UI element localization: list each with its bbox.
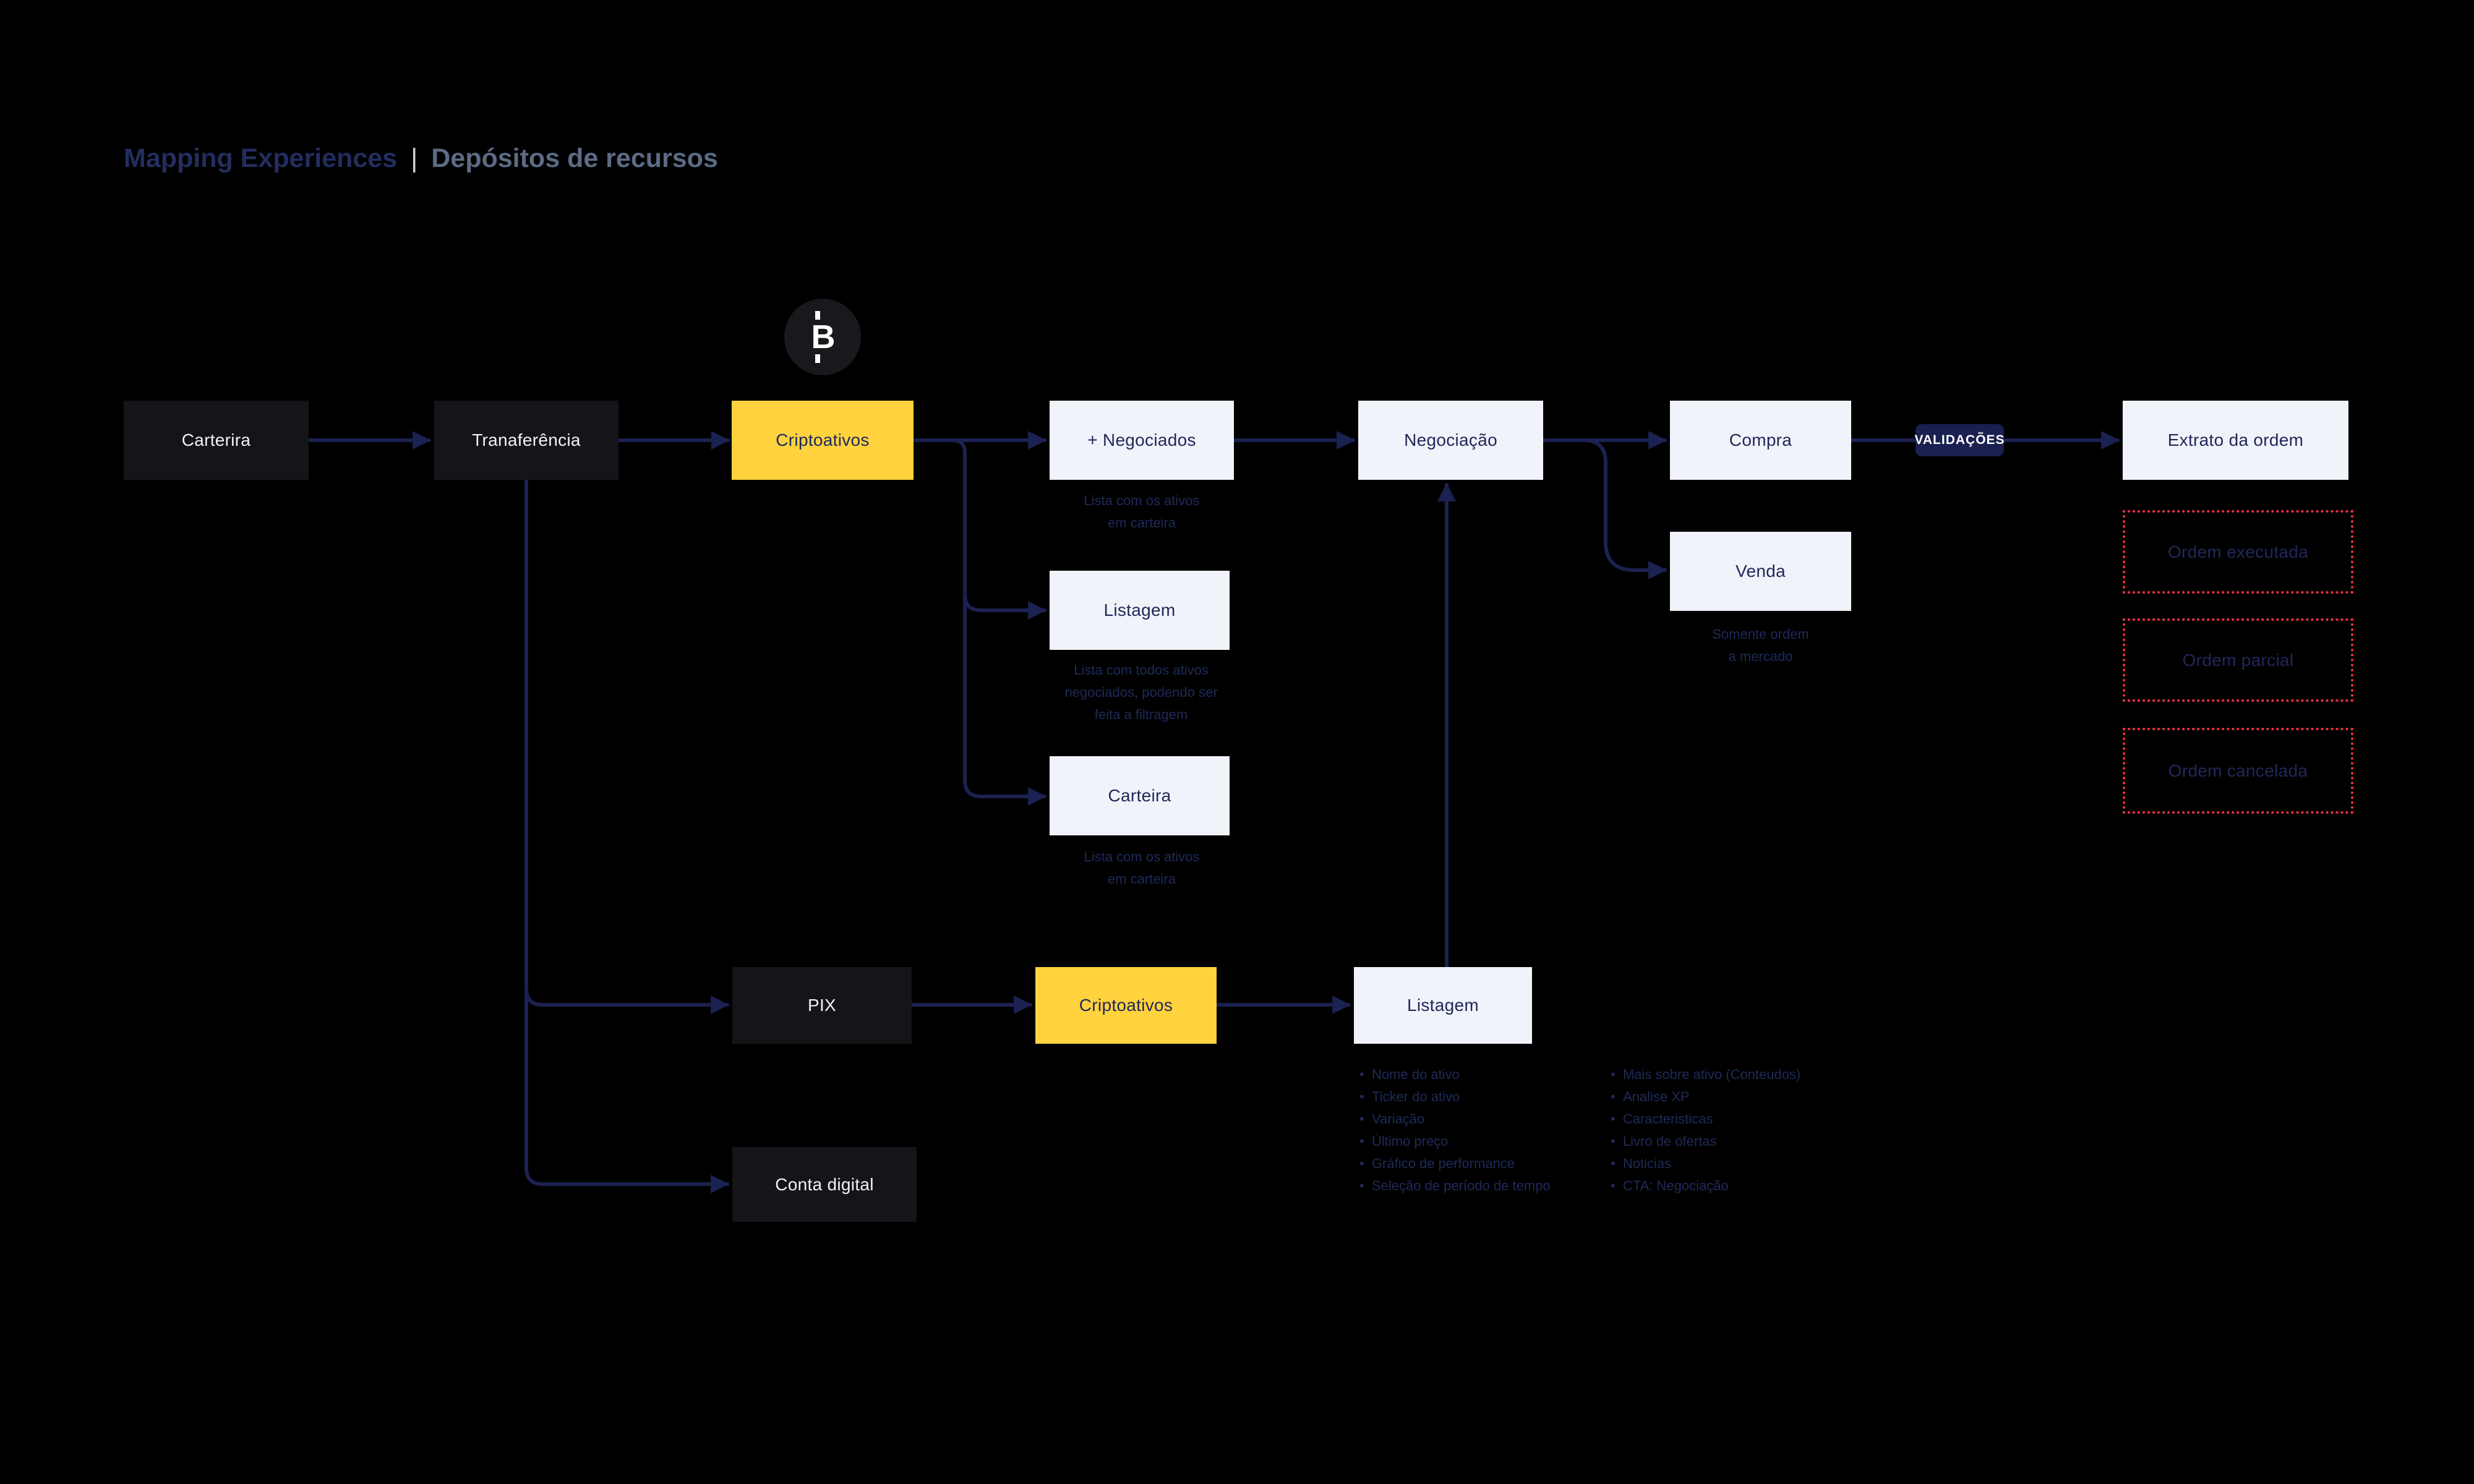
caption-line: negociados, podendo ser xyxy=(1064,684,1218,700)
feature-list-right: Mais sobre ativo (Conteudos) Analise XP … xyxy=(1611,1064,1800,1197)
node-carteira: Carteira xyxy=(1050,756,1230,835)
title-separator: | xyxy=(411,143,418,173)
node-label: Listagem xyxy=(1103,600,1176,620)
node-label: Criptoativos xyxy=(1079,996,1173,1015)
node-ordem-executada: Ordem executada xyxy=(2123,510,2353,594)
caption-listagem-1: Lista com todos ativos negociados, poden… xyxy=(1024,659,1259,726)
title-primary: Mapping Experiences xyxy=(124,143,398,173)
node-label: Carterira xyxy=(181,430,251,450)
node-ordem-parcial: Ordem parcial xyxy=(2123,618,2353,702)
list-item: Livro de ofertas xyxy=(1611,1130,1800,1153)
caption-line: feita a filtragem xyxy=(1094,707,1188,722)
caption-negociados: Lista com os ativos em carteira xyxy=(1050,490,1234,534)
caption-line: em carteira xyxy=(1107,515,1176,531)
caption-line: em carteira xyxy=(1107,871,1176,887)
node-label: Negociação xyxy=(1404,430,1497,450)
list-item: Variação xyxy=(1359,1108,1551,1130)
node-venda: Venda xyxy=(1670,532,1851,611)
caption-line: a mercado xyxy=(1728,649,1793,664)
caption-line: Lista com todos ativos xyxy=(1074,662,1209,678)
edge-criptoativos-listagem xyxy=(963,592,1047,620)
node-label: Listagem xyxy=(1406,996,1479,1015)
caption-line: Lista com os ativos xyxy=(1084,493,1200,508)
node-compra: Compra xyxy=(1670,401,1851,480)
node-label: Criptoativos xyxy=(776,430,870,450)
validations-badge: VALIDAÇÕES xyxy=(1914,424,2005,456)
list-item: Último preço xyxy=(1359,1130,1551,1153)
feature-list-left: Nome do ativo Ticker do ativo Variação Ú… xyxy=(1359,1064,1551,1197)
node-label: Ordem executada xyxy=(2167,542,2309,561)
list-item: CTA: Negociação xyxy=(1611,1175,1800,1197)
caption-carteira: Lista com os ativos em carteira xyxy=(1050,846,1234,890)
page-title: Mapping Experiences | Depósitos de recurso… xyxy=(124,143,718,174)
edge-criptoativos-carteira xyxy=(951,438,1047,806)
node-label: Compra xyxy=(1729,430,1792,450)
title-secondary: Depósitos de recursos xyxy=(431,143,718,173)
list-item: Seleção de período de tempo xyxy=(1359,1175,1551,1197)
node-label: PIX xyxy=(807,996,837,1015)
node-label: Carteira xyxy=(1108,786,1171,805)
node-label: Conta digital xyxy=(775,1174,874,1194)
node-label: Extrato da ordem xyxy=(2167,430,2304,450)
list-item: Noticias xyxy=(1611,1153,1800,1175)
node-criptoativos-2: Criptoativos xyxy=(1035,967,1217,1044)
caption-line: Somente ordem xyxy=(1712,626,1809,642)
list-item: Nome do ativo xyxy=(1359,1064,1551,1086)
bitcoin-letter: B xyxy=(811,318,836,356)
edge-negociacao-venda xyxy=(1582,438,1667,579)
list-item: Caracteristicas xyxy=(1611,1108,1800,1130)
edge-tranaferencia-contadigital xyxy=(524,478,729,1193)
bitcoin-bottom-prong xyxy=(815,354,820,363)
caption-line: Lista com os ativos xyxy=(1084,849,1200,864)
list-item: Gráfico de performance xyxy=(1359,1153,1551,1175)
list-item: Mais sobre ativo (Conteudos) xyxy=(1611,1064,1800,1086)
node-listagem-2: Listagem xyxy=(1354,967,1532,1044)
node-negociacao: Negociação xyxy=(1358,401,1543,480)
node-negociados: + Negociados xyxy=(1050,401,1234,480)
caption-venda: Somente ordem a mercado xyxy=(1670,623,1851,668)
edge-tranaferencia-pix xyxy=(524,987,729,1014)
node-label: + Negociados xyxy=(1087,430,1196,450)
node-label: Venda xyxy=(1736,561,1786,581)
list-item: Ticker do ativo xyxy=(1359,1086,1551,1108)
node-criptoativos-1: Criptoativos xyxy=(732,401,914,480)
bitcoin-top-prong xyxy=(815,311,820,320)
node-conta-digital: Conta digital xyxy=(732,1147,917,1222)
node-extrato-da-ordem: Extrato da ordem xyxy=(2123,401,2348,480)
node-label: Ordem parcial xyxy=(2182,650,2294,670)
node-label: Tranaferência xyxy=(472,430,581,450)
node-tranaferencia: Tranaferência xyxy=(434,401,618,480)
node-ordem-cancelada: Ordem cancelada xyxy=(2123,728,2353,814)
node-carterira: Carterira xyxy=(124,401,309,480)
bitcoin-icon: B xyxy=(784,299,861,375)
node-listagem-1: Listagem xyxy=(1050,571,1230,650)
list-item: Analise XP xyxy=(1611,1086,1800,1108)
node-label: Ordem cancelada xyxy=(2168,761,2308,780)
node-pix: PIX xyxy=(732,967,912,1044)
